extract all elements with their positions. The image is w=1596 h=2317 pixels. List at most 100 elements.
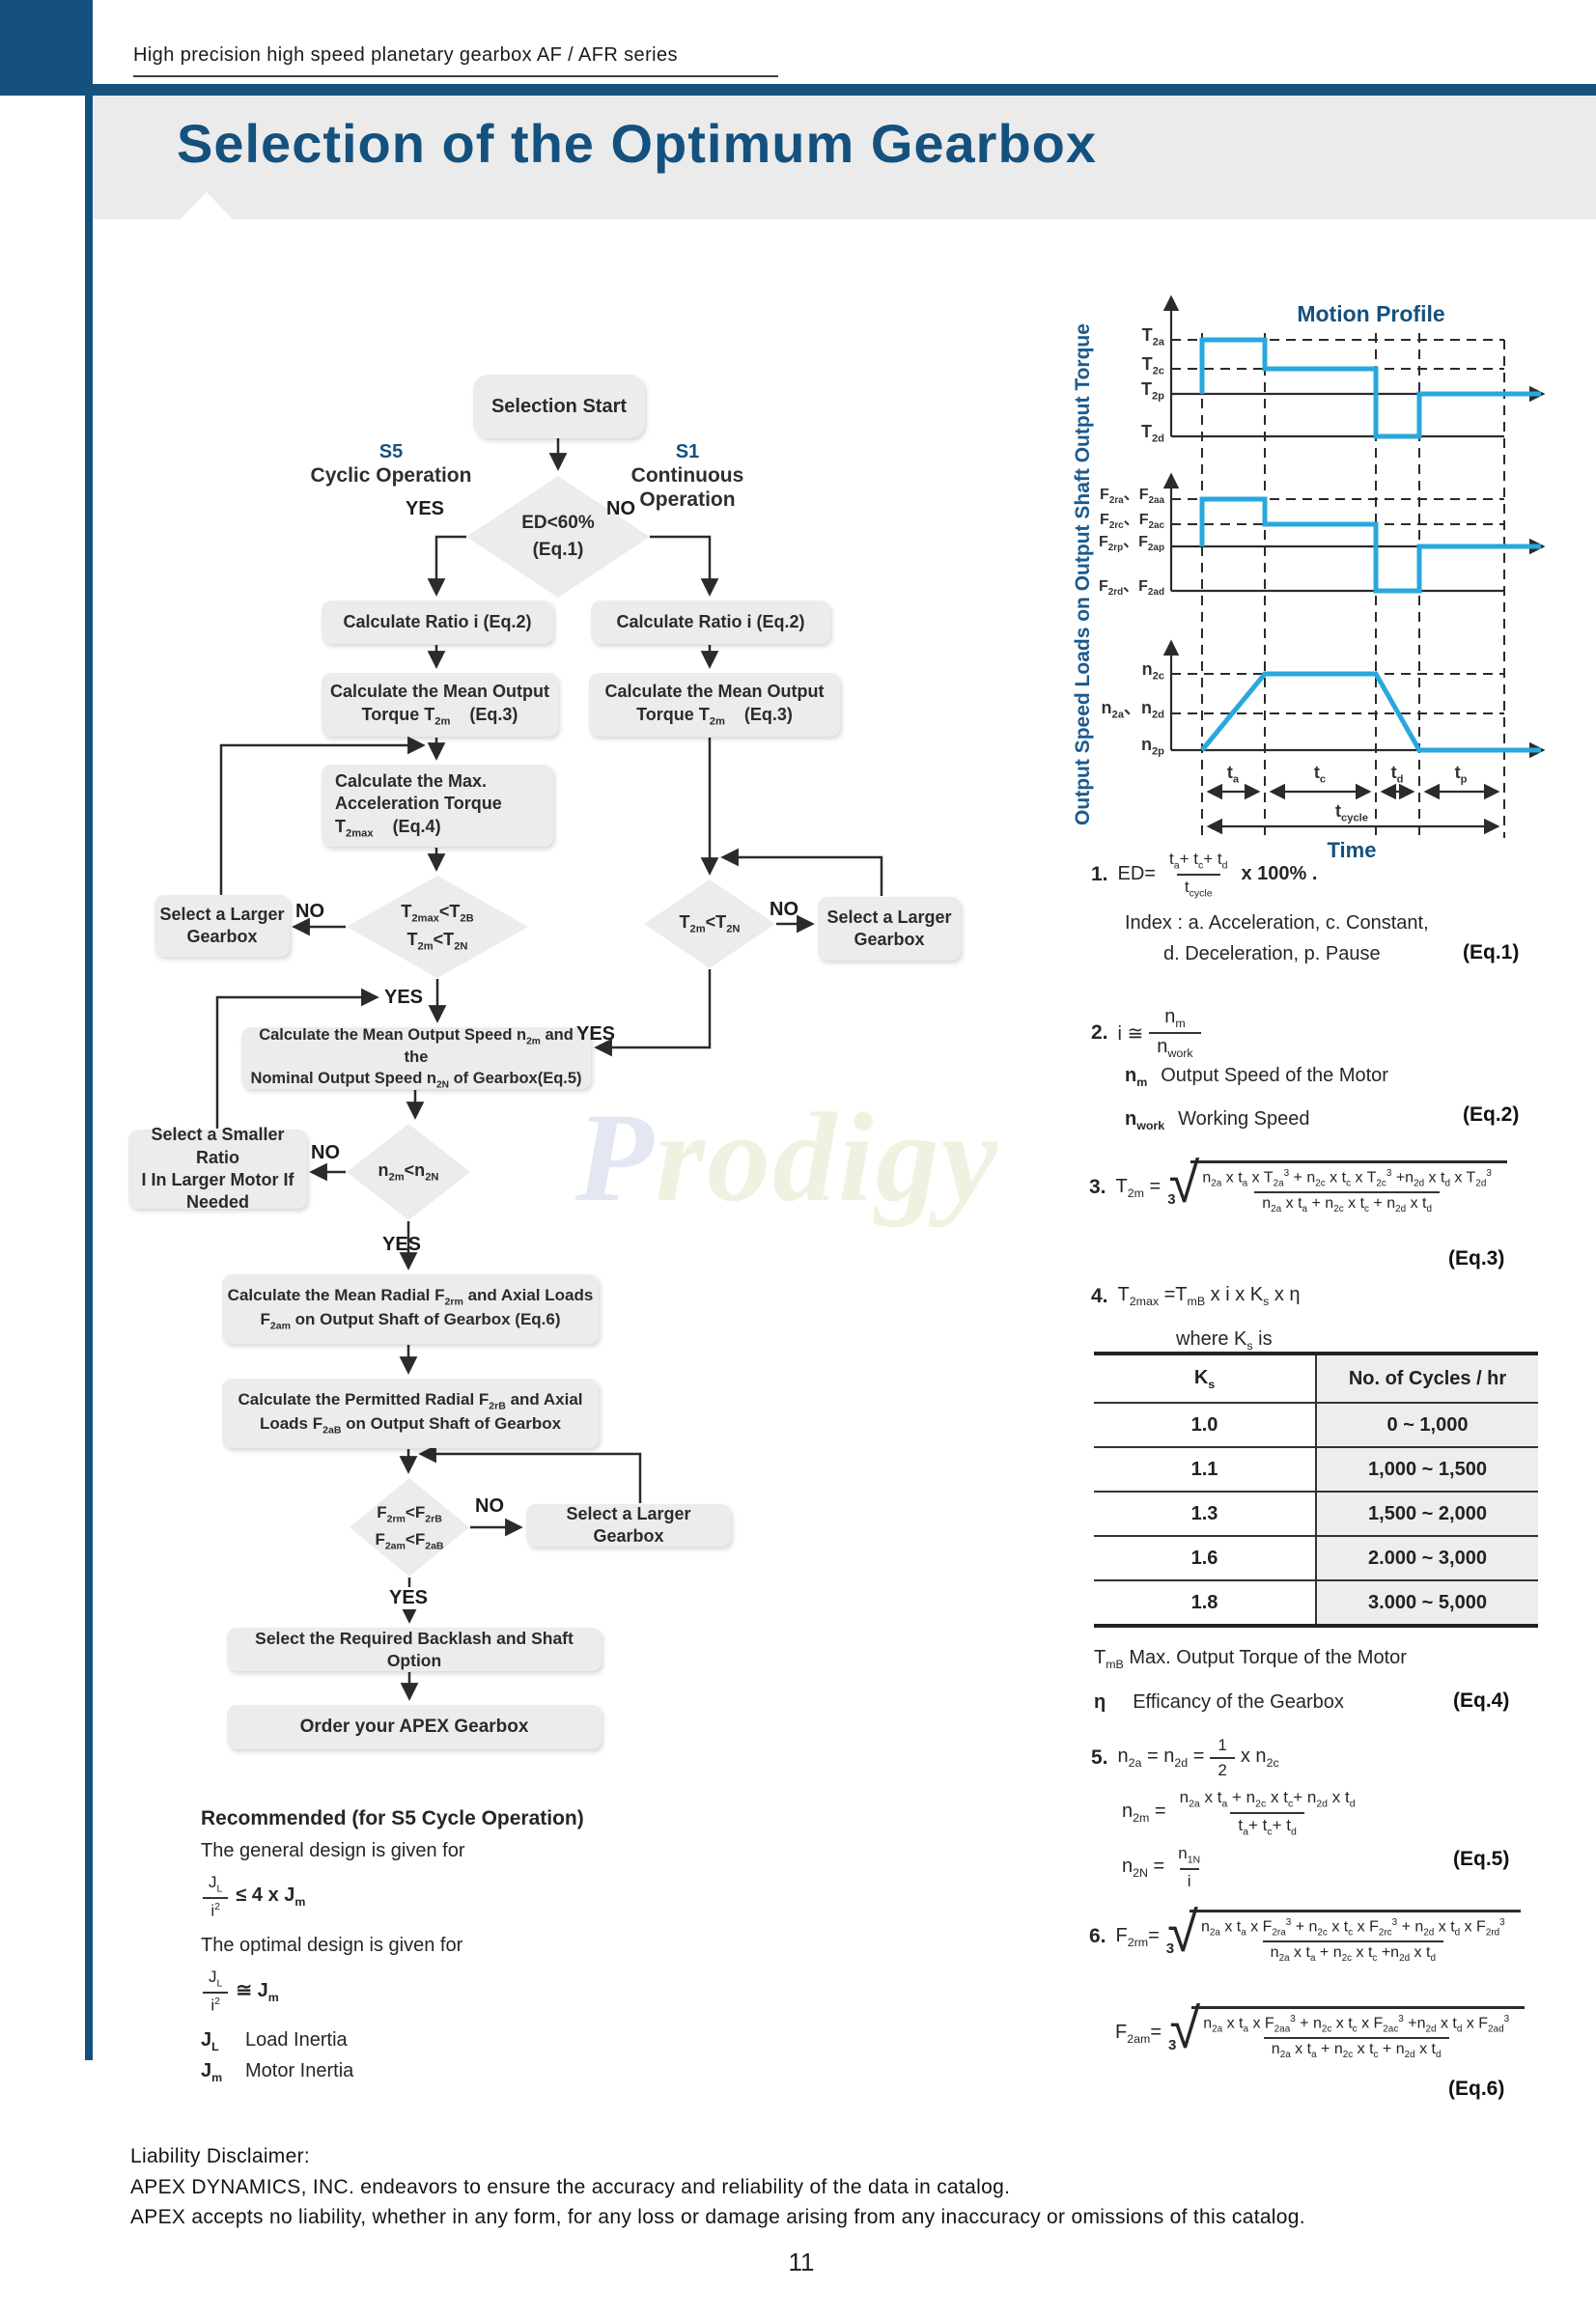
flow-start-box: Selection Start	[473, 375, 645, 438]
max-acc-l2: Acceleration Torque	[335, 794, 502, 814]
select-larger-bottom-label: Select a Larger Gearbox	[566, 1503, 691, 1546]
yes-label-loads: YES	[386, 1587, 432, 1609]
title-band	[93, 96, 1596, 219]
eq2-tag: (Eq.2)	[1463, 1103, 1520, 1126]
calc-ratio-right-label: Calculate Ratio i (Eq.2)	[616, 611, 805, 631]
mean-speed-l1: Calculate the Mean Output Speed n2m and …	[259, 1025, 574, 1067]
mean-radial-l2: F2am on Output Shaft of Gearbox (Eq.6)	[260, 1310, 561, 1332]
mean-torque-right-l2: Torque T2m (Eq.3)	[636, 704, 793, 728]
eq6-radical-1: √	[1167, 1901, 1198, 1965]
eq5-l3-lhs: n2N =	[1122, 1855, 1165, 1880]
select-backlash-box: Select the Required Backlash and Shaft O…	[227, 1628, 602, 1671]
s5-name: Cyclic Operation	[310, 464, 472, 487]
calc-ratio-left-label: Calculate Ratio i (Eq.2)	[343, 611, 532, 631]
eq4-where: where Ks is	[1176, 1328, 1273, 1353]
eq2-numerator: nm	[1164, 1006, 1186, 1030]
eq3-numerator: n2a x ta x T2a3 + n2c x tc x T2c3 +n2d x…	[1202, 1168, 1492, 1189]
cycles-header: No. of Cycles / hr	[1315, 1354, 1538, 1404]
permitted-l1: Calculate the Permitted Radial F2rB and …	[238, 1389, 583, 1412]
tick-td: td	[1390, 763, 1404, 786]
select-larger-left-box: Select a Larger Gearbox	[154, 895, 290, 957]
watermark: Prodigy	[575, 1083, 999, 1231]
eq6-l1-den: n2a x ta + n2c x tc +n2d x td	[1262, 1940, 1443, 1965]
legend-jl-text: Load Inertia	[245, 2029, 348, 2051]
eq3-denominator: n2a x ta + n2c x tc + n2d x td	[1254, 1190, 1440, 1215]
tick-tc: tc	[1313, 763, 1327, 786]
brand-corner-block	[0, 0, 93, 84]
calc-mean-torque-left-box: Calculate the Mean Output Torque T2m (Eq…	[322, 673, 558, 737]
eq3-root-index: 3	[1167, 1190, 1176, 1208]
decision-t2max: T2max<T2B T2m<T2N	[347, 876, 528, 978]
flow-start-label: Selection Start	[490, 396, 628, 417]
ks-value: 1.0	[1190, 1413, 1218, 1436]
cycles-value: 2.000 ~ 3,000	[1315, 1535, 1538, 1580]
tick-t2d: T2d	[1140, 422, 1164, 445]
tick-tp: tp	[1454, 763, 1468, 786]
decision-ed60-eq: (Eq.1)	[532, 540, 584, 560]
select-smaller-l3: Needed	[185, 1192, 250, 1213]
cycles-value: 3.000 ~ 5,000	[1315, 1579, 1538, 1626]
rec-frac1-rhs: ≤ 4 x Jm	[236, 1884, 306, 1909]
eq1-lhs: ED=	[1117, 863, 1156, 885]
eq2-denominator: nwork	[1149, 1032, 1201, 1060]
yes-label-t2m: YES	[576, 1023, 616, 1045]
eq6-l2-den: n2a x ta + n2c x tc + n2d x td	[1263, 2036, 1449, 2061]
eq3-number: 3.	[1089, 1176, 1106, 1199]
no-label-t2max: NO	[295, 901, 324, 922]
tick-ta: ta	[1226, 763, 1240, 786]
calc-mean-torque-right-box: Calculate the Mean Output Torque T2m (Eq…	[589, 673, 840, 737]
eq4-eta-symbol: η	[1094, 1691, 1106, 1713]
tick-t2c: T2c	[1141, 354, 1164, 377]
equation-6-line2: F2am= 3√n2a x ta x F2aa3 + n2c x tc x F2…	[1115, 1997, 1526, 2061]
mean-radial-l1: Calculate the Mean Radial F2rm and Axial…	[227, 1285, 594, 1308]
eq4-eta-text: Efficancy of the Gearbox	[1133, 1691, 1344, 1713]
eq5-l1-num: 1	[1218, 1736, 1227, 1754]
eq4-note-eta: η Efficancy of the Gearbox	[1094, 1691, 1344, 1714]
rec-frac1-num: JL	[209, 1873, 223, 1895]
decision-ed60-text: ED<60%	[521, 512, 595, 533]
decision-t2m-text: T2m<T2N	[679, 912, 741, 935]
watermark-initial: P	[575, 1086, 656, 1228]
calc-max-acc-box: Calculate the Max. Acceleration Torque T…	[322, 765, 553, 847]
tick-tcycle: tcycle	[1335, 801, 1368, 824]
disclaimer-line1: Liability Disclaimer:	[130, 2145, 311, 2167]
decision-n2m: n2m<n2N	[347, 1124, 470, 1220]
equation-4: 4. T2max =TmB x i x Ks x η	[1091, 1284, 1301, 1308]
eq6-l2-num: n2a x ta x F2aa3 + n2c x tc x F2ac3 +n2d…	[1203, 2014, 1510, 2035]
select-larger-right-box: Select a Larger Gearbox	[818, 897, 961, 961]
eq5-l3-den: i	[1179, 1867, 1199, 1891]
eq6-tag: (Eq.6)	[1448, 2078, 1505, 2100]
mean-torque-left-l1: Calculate the Mean Output	[329, 682, 550, 702]
eq5-l2-num: n2a x ta + n2c x tc+ n2d x td	[1179, 1788, 1356, 1810]
yes-label-ed60: YES	[406, 498, 445, 519]
ks-value: 1.6	[1094, 1535, 1316, 1580]
eq2-note2-text: Working Speed	[1178, 1108, 1310, 1130]
decision-n2m-text: n2m<n2N	[378, 1160, 439, 1184]
recommended-general-text: The general design is given for	[201, 1840, 465, 1861]
s5-code: S5	[378, 441, 404, 462]
eq1-numerator: ta+ tc+ td	[1168, 850, 1228, 872]
eq4-number: 4.	[1091, 1284, 1108, 1307]
ks-value: 1.1	[1094, 1446, 1316, 1492]
eq6-radical-2: √	[1169, 1997, 1201, 2061]
legend-jm-symbol: Jm	[201, 2060, 223, 2084]
eq6-root-index-1: 3	[1165, 1940, 1175, 1957]
order-gearbox-label: Order your APEX Gearbox	[299, 1716, 529, 1737]
tick-n2a-n2d: n2a、n2d	[1101, 698, 1164, 721]
rec-frac1-den: i2	[203, 1896, 228, 1920]
chart-x-axis-label: Time	[1327, 838, 1377, 862]
recommended-heading: Recommended (for S5 Cycle Operation)	[201, 1807, 584, 1829]
cycles-value: 0 ~ 1,000	[1315, 1403, 1538, 1447]
